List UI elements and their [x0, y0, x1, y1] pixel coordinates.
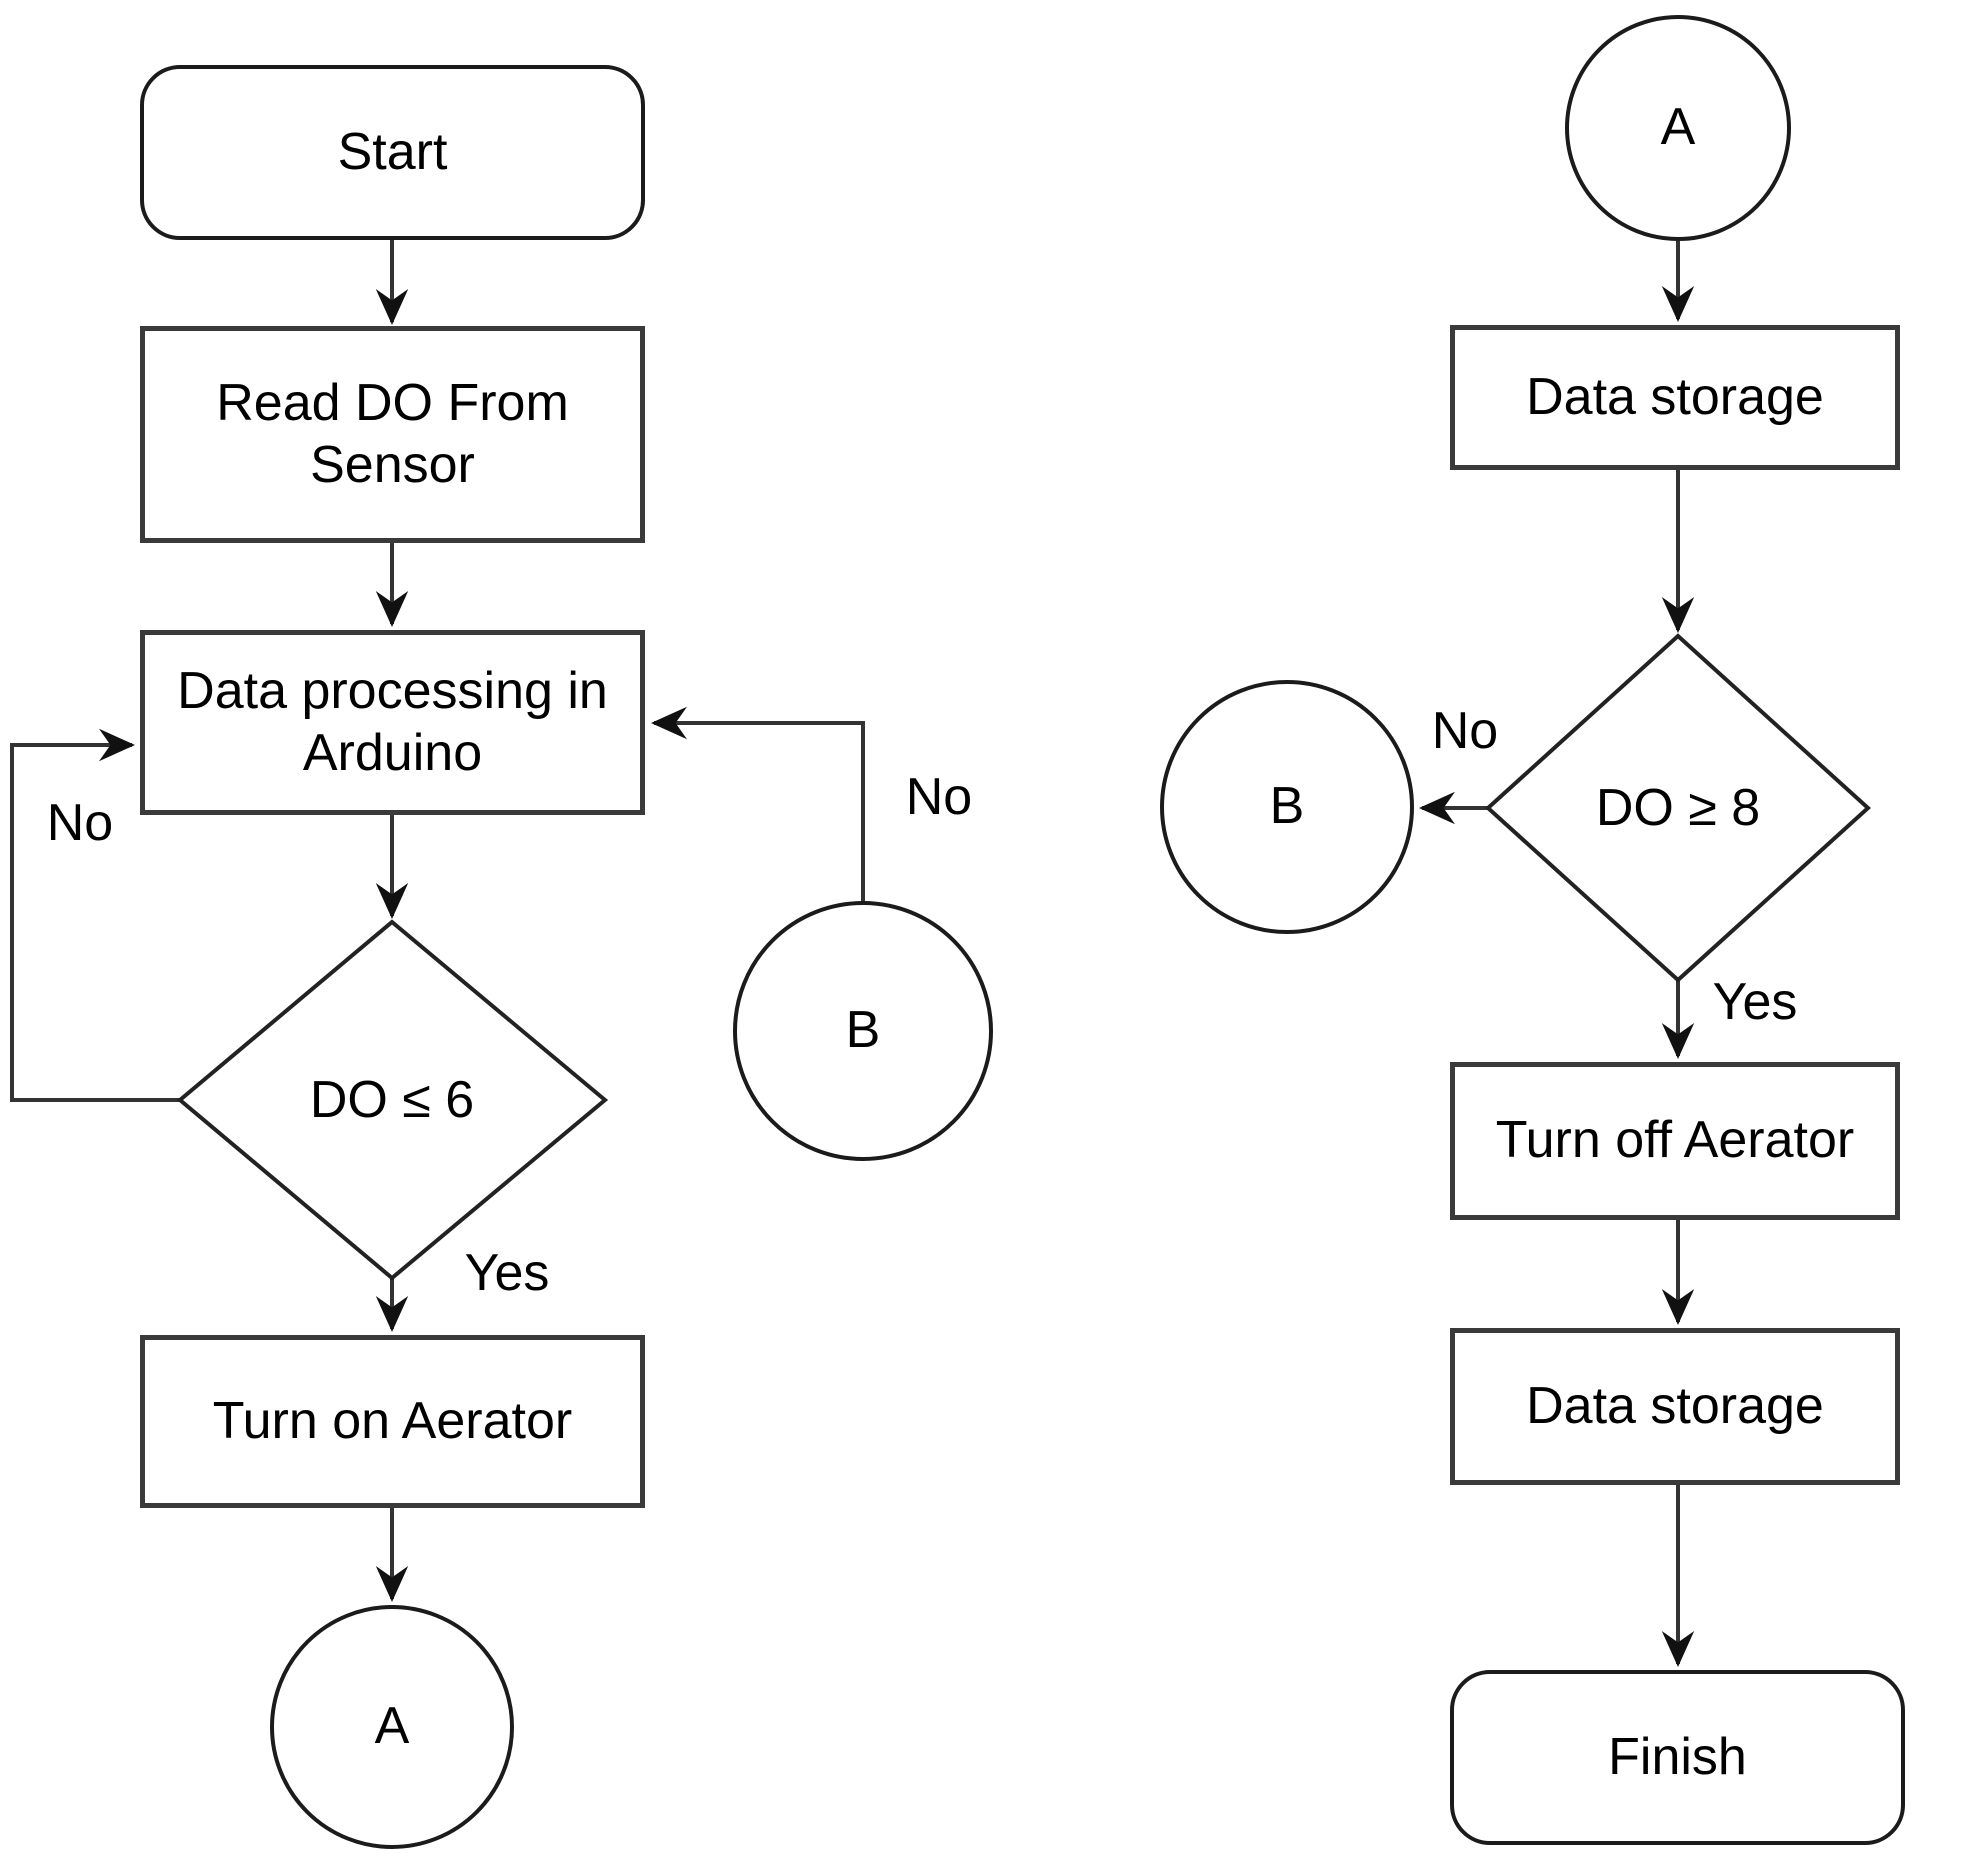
finish-node: Finish	[1450, 1670, 1905, 1845]
turn-off-aerator-label: Turn off Aerator	[1495, 1111, 1855, 1170]
decision-do-ge-8-label: DO ≥ 8	[1595, 779, 1761, 837]
turn-on-aerator-node: Turn on Aerator	[140, 1335, 645, 1508]
edge-label-no-right: No	[1431, 702, 1499, 760]
connector-b-left-label: B	[845, 1001, 881, 1060]
data-storage-2-node: Data storage	[1450, 1328, 1900, 1485]
start-node: Start	[140, 65, 645, 240]
connector-a-left-node: A	[270, 1605, 514, 1849]
connector-b-right-label: B	[1269, 777, 1305, 836]
data-storage-2-label: Data storage	[1526, 1376, 1824, 1435]
connector-b-right-node: B	[1160, 680, 1414, 934]
finish-label: Finish	[1608, 1727, 1747, 1786]
edge-label-no-b-return: No	[905, 768, 973, 826]
connector-a-left-label: A	[374, 1697, 410, 1756]
decision-do-ge-8-shape	[1485, 633, 1871, 983]
edge-connector-b-to-process	[651, 706, 865, 901]
decision-do-le-6-label: DO ≤ 6	[309, 1071, 475, 1129]
data-storage-label: Data storage	[1526, 367, 1824, 426]
data-storage-node: Data storage	[1450, 325, 1900, 470]
data-processing-label: Data processing in Arduino	[177, 662, 608, 782]
edge-decision-no-loop	[10, 728, 180, 1102]
connector-a-right-node: A	[1565, 15, 1791, 241]
edge-label-yes-right: Yes	[1712, 973, 1798, 1031]
data-processing-node: Data processing in Arduino	[140, 630, 645, 815]
connector-a-right-label: A	[1660, 98, 1696, 157]
turn-on-aerator-label: Turn on Aerator	[212, 1391, 573, 1450]
edge-label-no-loop: No	[46, 794, 114, 852]
start-label: Start	[337, 122, 448, 181]
read-do-sensor-node: Read DO From Sensor	[140, 326, 645, 543]
turn-off-aerator-node: Turn off Aerator	[1450, 1062, 1900, 1220]
edge-label-yes-left: Yes	[464, 1244, 550, 1302]
decision-do-le-6-shape	[176, 919, 609, 1281]
connector-b-left-node: B	[733, 901, 993, 1161]
read-do-sensor-label: Read DO From Sensor	[216, 374, 569, 494]
